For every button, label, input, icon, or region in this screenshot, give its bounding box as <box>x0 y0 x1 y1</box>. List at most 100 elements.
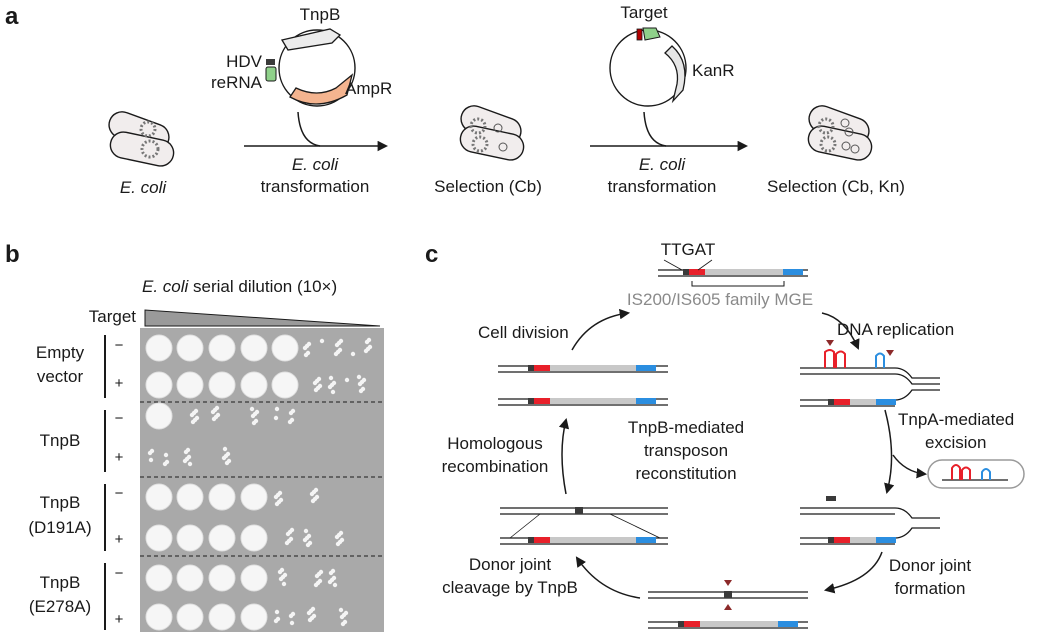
colony-speckle <box>289 620 295 626</box>
row-sign: + <box>115 611 124 628</box>
colony-speckle <box>281 581 287 587</box>
colony-spot <box>145 483 173 511</box>
ecoli-cells-icon <box>108 111 175 167</box>
arrow-to-recombination <box>558 417 570 495</box>
right-end-block <box>876 537 896 543</box>
colony-speckle <box>318 569 324 575</box>
rerna-block <box>265 66 277 82</box>
donor-cleavage-line1: Donor joint <box>469 555 551 574</box>
tnpb-gene-arrow <box>280 28 342 51</box>
colony-speckle <box>344 377 350 383</box>
center-label-line3: reconstitution <box>635 464 736 483</box>
fork-strand <box>894 389 940 401</box>
colony-spot <box>208 564 236 592</box>
donor-joint-block <box>575 507 583 514</box>
mge-body-block <box>850 537 876 543</box>
colony-speckle <box>215 412 221 418</box>
group-name-line1: TnpB <box>40 573 81 592</box>
flank-block <box>528 365 534 371</box>
colony-spots <box>145 334 373 631</box>
motif-label: TTGAT <box>661 240 715 259</box>
fork-strand <box>894 373 940 385</box>
colony-speckle <box>317 383 323 389</box>
arrow-to-replication <box>821 312 860 350</box>
right-end-block <box>636 537 656 543</box>
colony-speckle <box>164 459 170 465</box>
group-name-line2: (E278A) <box>29 597 91 616</box>
left-end-block <box>834 537 850 543</box>
colony-spot <box>208 603 236 631</box>
mge-body-block <box>850 399 876 405</box>
step2-label: transformation <box>608 177 717 196</box>
row-sign: + <box>115 375 124 392</box>
colony-speckle <box>274 406 280 412</box>
donor-formation-line2: formation <box>895 579 966 598</box>
colony-speckle <box>317 578 323 584</box>
left-end-block <box>534 398 550 404</box>
group-tnpb: TnpB − + <box>40 410 124 472</box>
colony-speckle <box>187 461 193 467</box>
target-label: Target <box>620 3 668 22</box>
panel-c: c TTGAT IS200/IS605 family MGE DNA repli… <box>425 240 1025 629</box>
cleavage-mark <box>724 580 732 586</box>
left-end-block <box>834 399 850 405</box>
colony-spot <box>145 564 173 592</box>
colony-speckle <box>306 533 312 539</box>
colony-speckle <box>194 415 200 421</box>
colony-spot <box>208 371 236 399</box>
colony-speckle <box>185 447 191 453</box>
donor-formation-line1: Donor joint <box>889 556 971 575</box>
step1-label: transformation <box>261 177 370 196</box>
colony-speckle <box>290 408 296 414</box>
flank-block <box>828 537 834 543</box>
colony-speckle <box>289 527 295 533</box>
colony-speckle <box>289 417 295 423</box>
colony-speckle <box>226 458 232 464</box>
colony-speckle <box>331 380 337 386</box>
dilution-title: E. coli serial dilution (10×) <box>142 277 337 296</box>
colony-spot <box>240 524 268 552</box>
group-tnpb-e278a: TnpB (E278A) − + <box>29 563 124 630</box>
group-tnpb-d191a: TnpB (D191A) − + <box>28 484 124 551</box>
group-name-line2: vector <box>37 367 84 386</box>
hairpin-left <box>824 349 846 368</box>
colony-spot <box>145 524 173 552</box>
flank-block <box>683 269 689 275</box>
panel-b-label: b <box>5 241 20 268</box>
mge-body-block <box>550 398 636 404</box>
colony-speckle <box>274 609 280 615</box>
colony-speckle <box>356 374 362 380</box>
colony-speckle <box>311 613 317 619</box>
panel-a-label: a <box>5 3 19 30</box>
homologous-label-line1: Homologous <box>447 434 542 453</box>
colony-speckle <box>288 536 294 542</box>
hdv-label: HDV <box>226 52 263 71</box>
colony-speckle <box>367 344 373 350</box>
colony-spot <box>208 524 236 552</box>
target-site-block <box>636 28 643 41</box>
group-dividers <box>140 401 384 557</box>
ampr-label: AmpR <box>345 79 392 98</box>
colony-speckle <box>222 446 228 452</box>
colony-spot <box>145 402 173 430</box>
mge-body-block <box>705 269 783 275</box>
colony-speckle <box>328 375 334 381</box>
host-label: E. coli <box>120 178 168 197</box>
colony-speckle <box>254 409 260 415</box>
colony-speckle <box>149 448 155 454</box>
colony-speckle <box>249 406 255 412</box>
right-end-block <box>636 398 656 404</box>
flank-block <box>826 496 836 501</box>
excised-transposon-circle <box>927 459 1025 489</box>
colony-speckle <box>306 341 312 347</box>
row-sign: − <box>115 485 124 502</box>
colony-spot <box>271 371 299 399</box>
row-sign: − <box>115 337 124 354</box>
row-sign: − <box>115 410 124 427</box>
colony-spot <box>240 371 268 399</box>
flank-block <box>528 398 534 404</box>
dilution-title-rest: serial dilution (10×) <box>193 277 337 296</box>
dna-replication-label: DNA replication <box>837 320 954 339</box>
mge-body-block <box>700 621 778 627</box>
colony-speckle <box>275 616 281 622</box>
